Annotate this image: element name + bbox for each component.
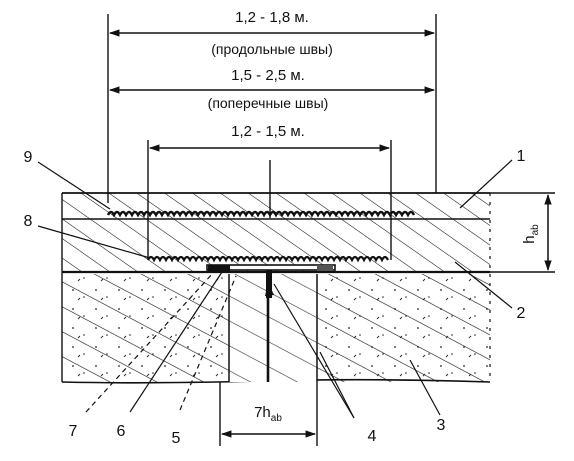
joint-strip [206,264,336,298]
middle-layer [62,218,490,274]
dim-thickness-sub: ab [530,224,541,236]
extension-lines [107,14,555,446]
dimension-lines [108,29,552,438]
callout-4: 4 [368,428,377,445]
leader-lines [37,159,513,419]
callout-3: 3 [437,417,446,434]
dim-longitudinal-value: 1,2 - 1,8 м. [235,9,309,26]
dim-thickness-label: hab [521,224,541,244]
dim-bottom-sub: ab [271,413,283,424]
callout-8: 8 [24,213,33,230]
dim-bottom-main: 7h [254,404,271,421]
dim-longitudinal-note: (продольные швы) [211,41,332,57]
mesh-upper [106,210,416,218]
callout-7: 7 [69,423,78,440]
dim-transverse-value: 1,5 - 2,5 м. [231,67,305,84]
callout-5: 5 [172,430,181,447]
callout-6: 6 [117,423,126,440]
mesh-lower [147,255,389,263]
svg-text:hab: hab [521,224,541,244]
base-joint [228,274,318,382]
callout-9: 9 [24,149,33,166]
callout-1: 1 [517,148,526,165]
dim-transverse-note: (поперечные швы) [208,95,329,111]
callout-2: 2 [517,305,526,322]
arrowhead-4 [265,282,274,296]
dim-bottom-label: 7hab [254,404,282,424]
dim-thickness-main: h [521,235,538,243]
dim-mesh-value: 1,2 - 1,5 м. [231,123,305,140]
